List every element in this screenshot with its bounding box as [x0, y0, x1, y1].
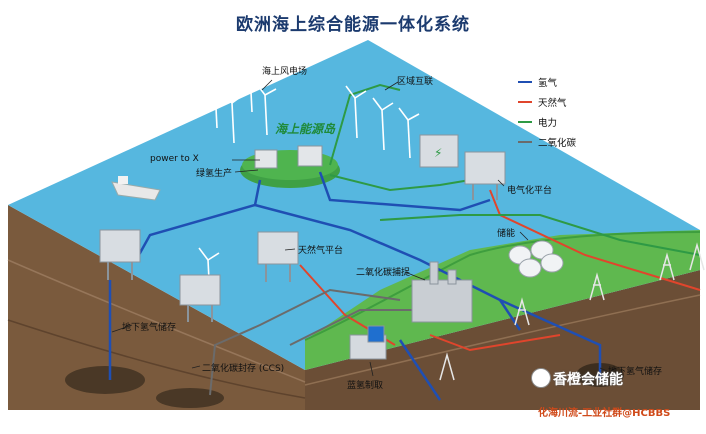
- label-underground-h2-right: 地下氢气储存: [608, 367, 663, 377]
- offshore-wind-turbines: [173, 59, 420, 301]
- legend-item-natural-gas: 天然气: [518, 92, 576, 112]
- storage-tanks: [508, 240, 564, 278]
- legend-swatch-electricity: [518, 121, 532, 123]
- hydrogen-pipelines: [108, 171, 602, 401]
- label-energy-island: 海上能源岛: [275, 122, 336, 136]
- gas-platform-structure: [257, 231, 299, 282]
- interconnect-platform: ⚡: [419, 134, 459, 168]
- label-wind-farm: 海上风电场: [262, 67, 308, 77]
- legend-swatch-natural-gas: [518, 101, 532, 103]
- label-ccs-capture: 二氧化碳捕捉: [356, 268, 411, 278]
- underground-h2-reservoir-left: [65, 366, 145, 394]
- ccs-platform-structure: [179, 274, 221, 322]
- label-blue-h2: 蓝氢制取: [347, 381, 384, 391]
- tanker-ship: [111, 176, 161, 201]
- legend-swatch-hydrogen: [518, 81, 532, 83]
- electricity-lines: [329, 83, 701, 256]
- wechat-logo-icon: [531, 368, 551, 388]
- credit-text: 化海川流-工业社群@HCBBS: [538, 408, 671, 419]
- label-storage: 储能: [497, 229, 516, 239]
- co2-pipelines: [209, 288, 420, 396]
- label-green-h2: 绿氢生产: [196, 169, 233, 179]
- watermark: 香橙会储能: [553, 372, 623, 388]
- svg-text:⚡: ⚡: [434, 146, 442, 160]
- label-power-to-x: power to X: [150, 154, 199, 164]
- legend-swatch-co2: [518, 141, 532, 143]
- electrified-platform-structure: [464, 151, 506, 200]
- blue-h2-plant: [349, 325, 387, 360]
- co2-reservoir: [156, 388, 224, 408]
- label-interconnect: 区域互联: [397, 77, 434, 87]
- ccs-plant: [411, 261, 473, 323]
- diagram-title: 欧洲海上综合能源一体化系统: [236, 15, 470, 35]
- platform-left: [99, 229, 141, 280]
- label-underground-h2-left: 地下氢气储存: [122, 323, 177, 333]
- label-gas-platform: 天然气平台: [298, 246, 344, 256]
- soil-left-face: [8, 205, 305, 410]
- island-buildings: [254, 145, 323, 169]
- label-co2-storage: 二氧化碳封存 (CCS): [202, 364, 285, 374]
- power-pylons: [439, 242, 705, 381]
- legend: 氢气 天然气 电力 二氧化碳: [518, 72, 576, 152]
- legend-item-co2: 二氧化碳: [518, 132, 576, 152]
- label-electrified-platform: 电气化平台: [507, 186, 553, 196]
- legend-item-electricity: 电力: [518, 112, 576, 132]
- legend-item-hydrogen: 氢气: [518, 72, 576, 92]
